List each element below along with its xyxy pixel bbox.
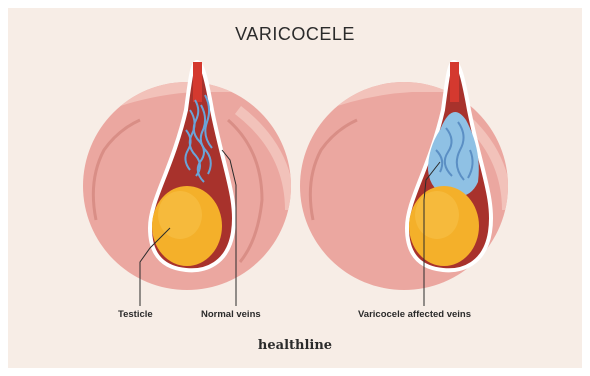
healthline-logo: healthline [0, 338, 590, 353]
testicle-normal [152, 186, 222, 266]
label-testicle: Testicle [118, 309, 153, 320]
testicle-varicocele [409, 186, 479, 266]
label-affected-veins: Varicocele affected veins [358, 309, 471, 320]
label-normal-veins: Normal veins [201, 309, 261, 320]
